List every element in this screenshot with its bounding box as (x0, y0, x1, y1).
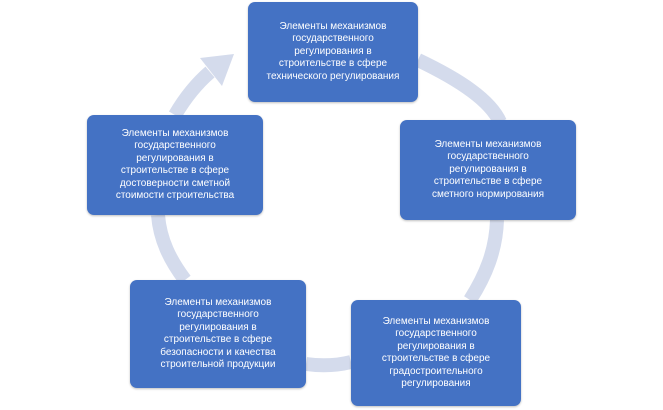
ring-arc-safety-cost (151, 214, 191, 285)
node-estimate-standards-label: Элементы механизмов государственного рег… (431, 138, 545, 200)
node-safety-quality-label: Элементы механизмов государственного рег… (160, 296, 276, 371)
ring-arc-technical-estimate (414, 53, 507, 126)
node-safety-quality: Элементы механизмов государственного рег… (130, 280, 306, 388)
node-cost-reliability: Элементы механизмов государственного рег… (87, 115, 263, 215)
node-urban-planning-label: Элементы механизмов государственного рег… (381, 315, 491, 390)
node-technical-regulation: Элементы механизмов государственного рег… (248, 2, 418, 102)
node-estimate-standards: Элементы механизмов государственного рег… (400, 120, 576, 220)
cycle-arrow-icon (200, 54, 234, 86)
ring-arc-estimate-urban (464, 219, 504, 304)
node-urban-planning: Элементы механизмов государственного рег… (351, 300, 521, 406)
node-cost-reliability-label: Элементы механизмов государственного рег… (115, 127, 235, 202)
node-technical-regulation-label: Элементы механизмов государственного рег… (266, 20, 400, 82)
ring-arc-cost-technical (168, 66, 215, 119)
ring-arc-urban-safety (305, 355, 353, 373)
